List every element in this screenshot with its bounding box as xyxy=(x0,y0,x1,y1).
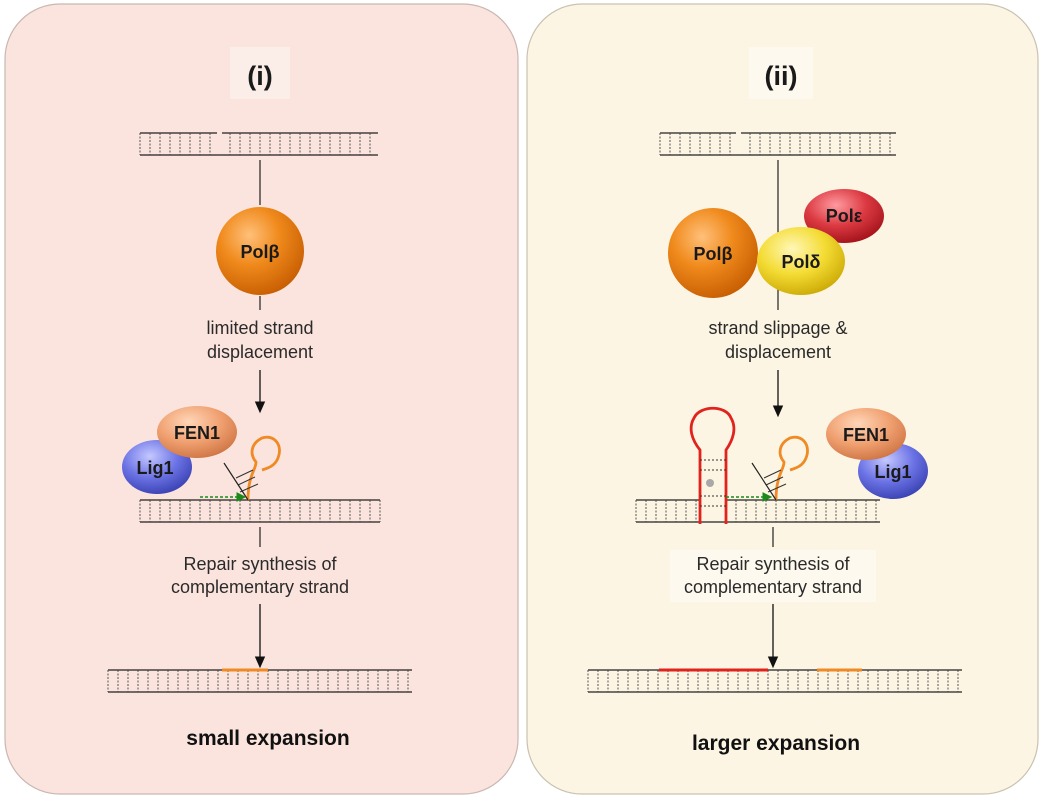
panel-ii-pold-protein: Polδ xyxy=(757,227,845,295)
panel-i-dna-flap xyxy=(139,499,381,523)
panel-i-title-box xyxy=(230,47,290,99)
panel-ii-step2-box xyxy=(670,550,876,602)
panel-ii-fen1-protein: FEN1 xyxy=(826,408,906,460)
panel-i-dna-nicked xyxy=(139,132,378,156)
panel-i-lig1-protein: Lig1 xyxy=(122,440,192,494)
panel-i-background xyxy=(4,3,519,795)
panel-i-step1-line2: displacement xyxy=(207,342,313,362)
panel-i-fen1-protein: FEN1 xyxy=(157,406,237,458)
panel-i-result: small expansion xyxy=(186,727,349,750)
panel-ii-pold-label: Polδ xyxy=(782,252,821,272)
panel-i-polb-label: Polβ xyxy=(241,242,280,262)
panel-ii-step1-line1: strand slippage & xyxy=(708,318,847,338)
panel-i-step1-line1: limited strand xyxy=(206,318,313,338)
panel-ii: (ii) Polβ Polε Polδ strand slippage & di… xyxy=(526,3,1039,795)
panel-i-fen1-label: FEN1 xyxy=(174,423,220,443)
panel-ii-pole-label: Polε xyxy=(826,206,863,226)
panel-ii-lig1-label: Lig1 xyxy=(874,462,911,482)
panel-ii-large-hairpin xyxy=(689,406,736,524)
panel-ii-step2-line2: complementary strand xyxy=(684,577,862,597)
panel-ii-title-box xyxy=(749,47,813,99)
panel-i-title: (i) xyxy=(247,61,272,91)
panel-ii-dna-flap xyxy=(635,499,880,523)
panel-ii-polb-label: Polβ xyxy=(694,244,733,264)
panel-ii-result: larger expansion xyxy=(692,732,860,755)
panel-ii-pole-protein: Polε xyxy=(804,189,884,243)
panel-ii-fen1-label: FEN1 xyxy=(843,425,889,445)
panel-i-polb-protein: Polβ xyxy=(216,207,304,295)
panel-ii-dna-expanded xyxy=(587,669,962,693)
panel-i: (i) Polβ limited strand displacement Lig… xyxy=(4,3,519,795)
panel-i-dna-expanded xyxy=(107,669,412,693)
panel-ii-step1-line2: displacement xyxy=(725,342,831,362)
panel-ii-title: (ii) xyxy=(765,61,798,91)
panel-ii-step2-line1: Repair synthesis of xyxy=(696,554,850,574)
panel-ii-polb-protein: Polβ xyxy=(668,208,758,298)
panel-ii-background xyxy=(526,3,1039,795)
panel-ii-dna-nicked xyxy=(659,132,896,156)
panel-ii-flap-hairpin xyxy=(751,435,809,501)
panel-i-step2-line2: complementary strand xyxy=(171,577,349,597)
panel-i-step2-line1: Repair synthesis of xyxy=(183,554,337,574)
panel-i-lig1-label: Lig1 xyxy=(136,458,173,478)
